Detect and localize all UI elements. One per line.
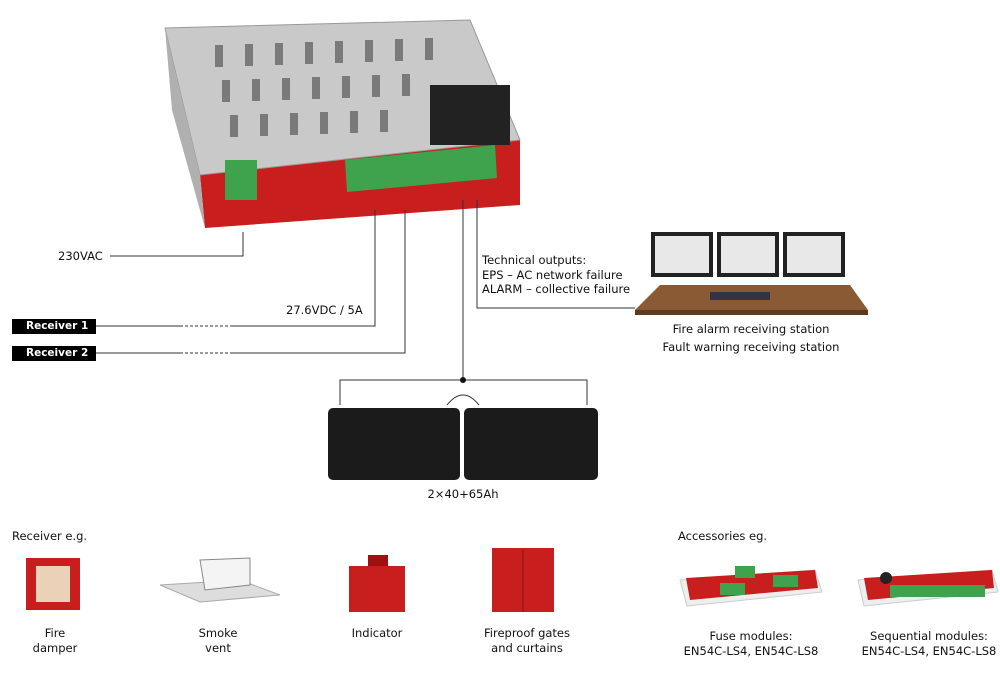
technical-outputs: Technical outputs: EPS – AC network fail… [482,253,630,297]
output-voltage-label: 27.6VDC / 5A [286,303,363,317]
station-line-1: Fire alarm receiving station [672,322,830,336]
technical-output-alarm: ALARM – collective failure [482,282,631,296]
caption-line: Smoke [198,626,238,640]
fire-damper-image [26,558,80,610]
fireproof-gate-image [492,548,554,612]
fuse-module-image [679,566,823,607]
station-caption: Fire alarm receiving station Fault warni… [663,320,840,356]
caption-line: EN54C-LS4, EN54C-LS8 [683,644,819,658]
caption-line: Sequential modules: [870,629,988,643]
caption-line: EN54C-LS4, EN54C-LS8 [861,644,997,658]
fuse-modules-caption: Fuse modules:EN54C-LS4, EN54C-LS8 [684,629,819,659]
caption-line: and curtains [491,641,563,655]
input-voltage-label: 230VAC [58,249,103,263]
receiver-1-label: Receiver 1 [12,319,96,334]
sequential-module-image [857,569,999,607]
indicator-image [349,555,405,612]
receiver-examples-title: Receiver e.g. [12,529,88,543]
smoke-vent-image [159,557,281,603]
receiving-station-image [635,232,868,315]
caption-line: damper [32,641,78,655]
caption-line: Fire [44,626,66,640]
technical-outputs-title: Technical outputs: [482,253,587,267]
receiver-2-label: Receiver 2 [12,346,96,361]
technical-output-eps: EPS – AC network failure [482,267,623,282]
caption-line: Fireproof gates [484,626,570,640]
sequential-modules-caption: Sequential modules:EN54C-LS4, EN54C-LS8 [862,629,997,659]
caption-line: vent [205,641,231,655]
caption-line: Fuse modules: [709,629,793,643]
power-supply-image [164,19,521,228]
battery-label: 2×40+65Ah [427,487,499,501]
indicator-caption: Indicator [351,626,403,640]
batteries-image [328,408,598,480]
station-line-2: Fault warning receiving station [662,340,840,354]
accessories-title: Accessories eg. [678,529,768,543]
